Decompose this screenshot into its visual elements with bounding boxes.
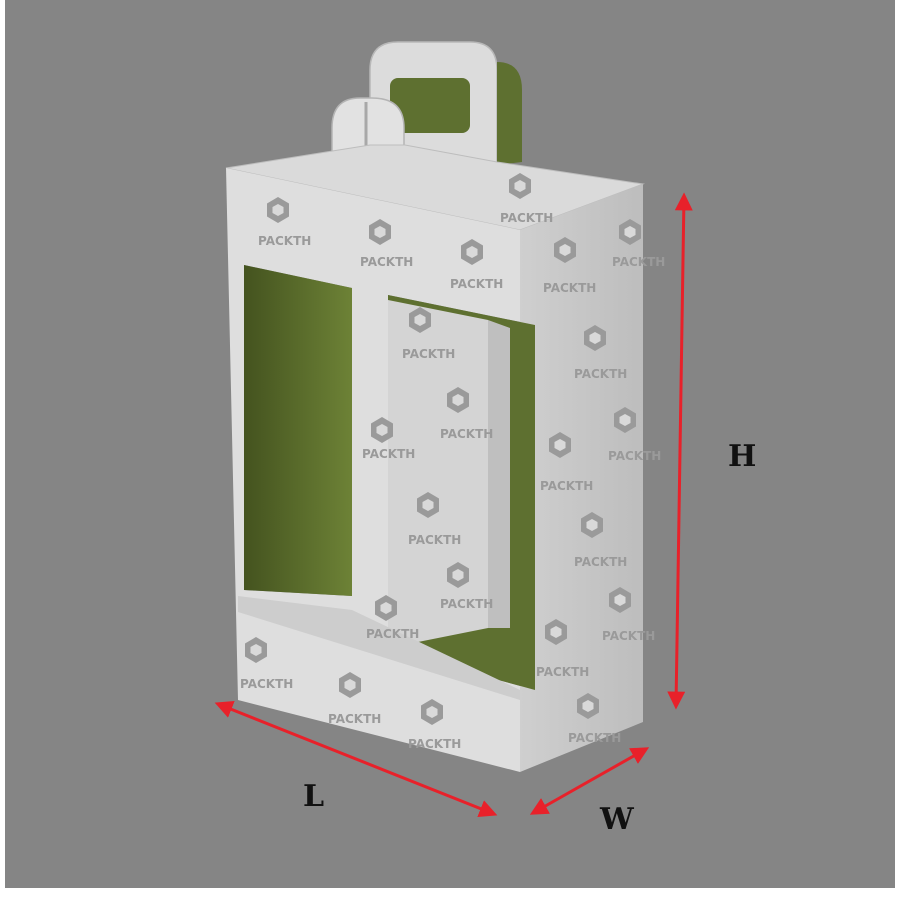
height-label: H bbox=[728, 439, 757, 474]
brand-mark-text: PACKTH bbox=[608, 449, 661, 463]
brand-mark-text: PACKTH bbox=[612, 255, 665, 269]
length-arrow bbox=[214, 700, 498, 818]
brand-mark-text: PACKTH bbox=[543, 281, 596, 295]
side-brand-marks: PACKTH PACKTH PACKTH PACKTH PACKTH PACKT… bbox=[536, 219, 665, 745]
brand-mark-text: PACKTH bbox=[258, 234, 311, 248]
brand-mark-text: PACKTH bbox=[536, 665, 589, 679]
brand-mark-text: PACKTH bbox=[540, 479, 593, 493]
brand-mark-text: PACKTH bbox=[440, 597, 493, 611]
brand-mark-text: PACKTH bbox=[574, 367, 627, 381]
brand-mark-text: PACKTH bbox=[362, 447, 415, 461]
width-arrow bbox=[529, 747, 650, 815]
brand-mark-text: PACKTH bbox=[360, 255, 413, 269]
brand-mark-text: PACKTH bbox=[328, 712, 381, 726]
brand-mark-text: PACKTH bbox=[500, 211, 553, 225]
brand-mark-text: PACKTH bbox=[240, 677, 293, 691]
brand-mark-text: PACKTH bbox=[450, 277, 503, 291]
left-window-interior bbox=[244, 265, 352, 596]
right-side-face bbox=[520, 184, 643, 772]
brand-mark-text: PACKTH bbox=[366, 627, 419, 641]
brand-mark-text: PACKTH bbox=[568, 731, 621, 745]
brand-mark-text: PACKTH bbox=[408, 533, 461, 547]
width-label: W bbox=[600, 802, 634, 837]
brand-mark-text: PACKTH bbox=[574, 555, 627, 569]
brand-mark-text: PACKTH bbox=[402, 347, 455, 361]
height-arrow bbox=[667, 192, 693, 710]
length-label: L bbox=[303, 779, 325, 814]
inner-divider-panel bbox=[388, 300, 488, 648]
brand-mark-text: PACKTH bbox=[602, 629, 655, 643]
brand-mark-text: PACKTH bbox=[440, 427, 493, 441]
brand-mark-text: PACKTH bbox=[408, 737, 461, 751]
